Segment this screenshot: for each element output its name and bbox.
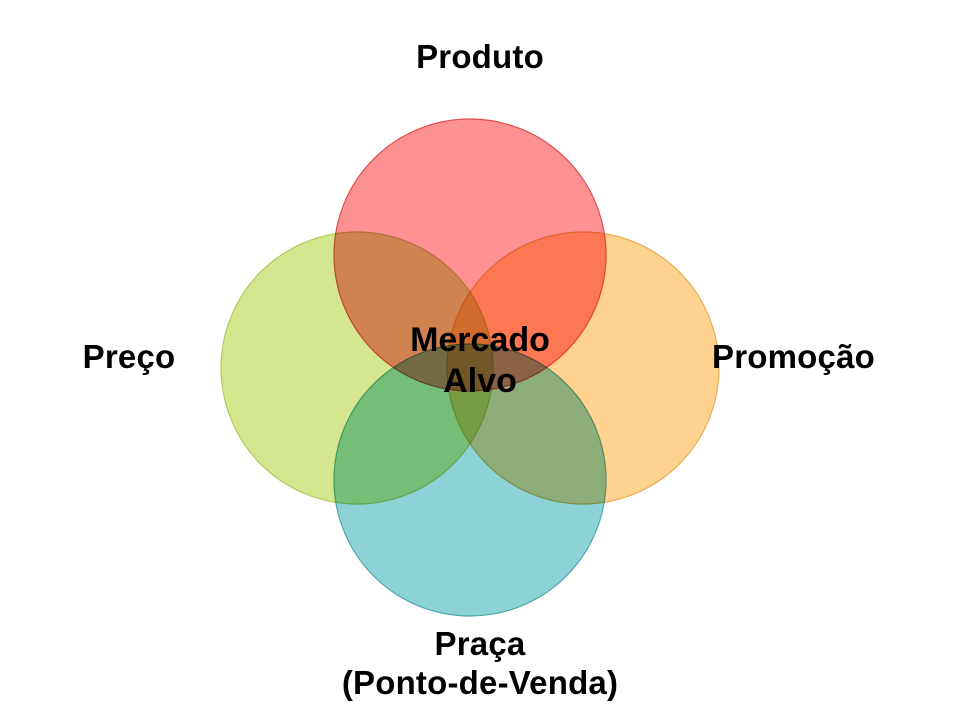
circle-praca[interactable] [333,343,607,617]
label-praca-line1: Praça [434,625,526,662]
label-promocao: Promoção [712,338,875,375]
label-praca: Praça (Ponto-de-Venda) [0,625,960,703]
label-mercado-alvo-line2: Alvo [443,362,517,401]
label-preco: Preço [82,338,176,375]
label-praca-line2: (Ponto-de-Venda) [341,663,619,701]
label-mercado-alvo-line1: Mercado [410,321,550,359]
label-mercado-alvo: Mercado Alvo [0,320,960,403]
label-produto: Produto [416,38,544,75]
